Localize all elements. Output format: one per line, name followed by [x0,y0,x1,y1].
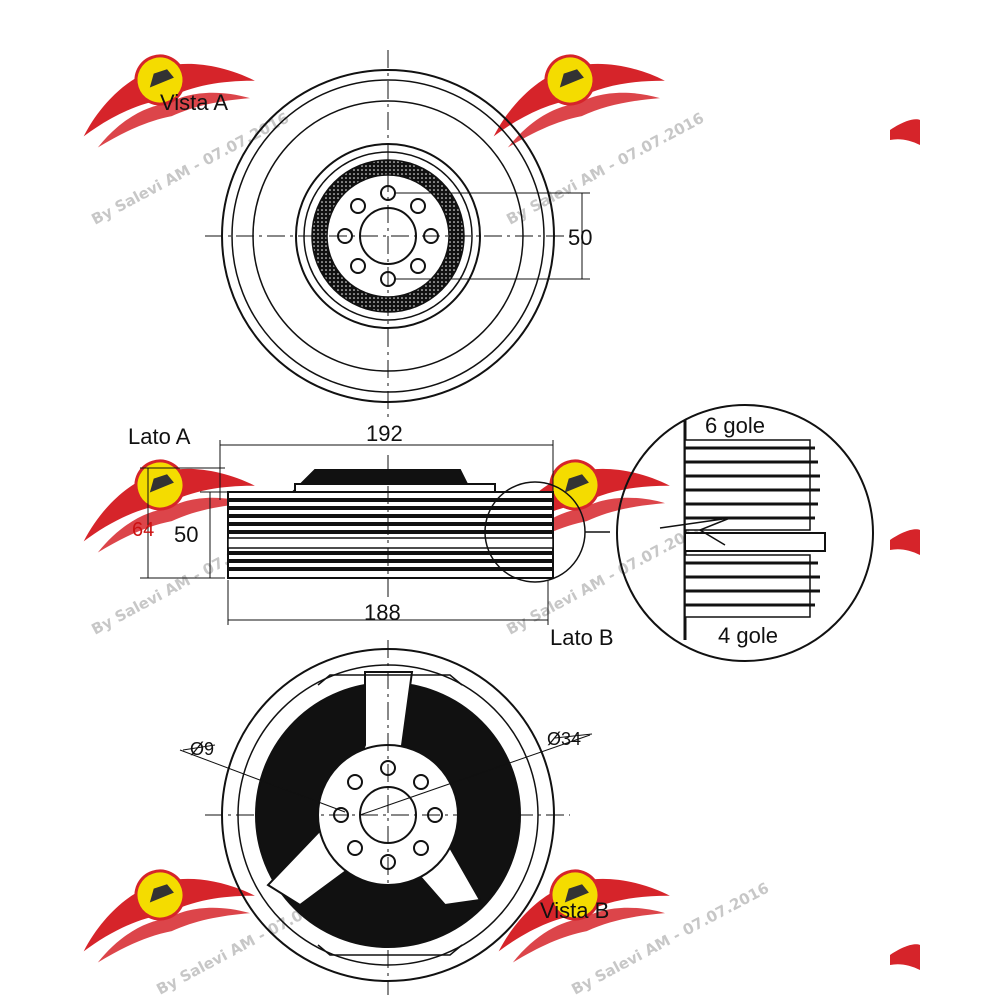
watermark-logo-icon [475,27,672,153]
vista-a-label: Vista A [160,90,228,115]
dimension-188: 188 [364,600,401,625]
diameter-34-label: Ø34 [547,729,581,749]
vista-b-view [179,640,593,995]
lato-b-label: Lato B [550,625,614,650]
dimension-64: 64 [132,519,154,541]
grooves-4-label: 4 gole [718,623,778,648]
side-view [140,440,610,625]
watermark-wing-icon [890,119,920,145]
lato-a-label: Lato A [128,424,191,449]
grooves-6-label: 6 gole [705,413,765,438]
diameter-9-label: Ø9 [190,739,214,759]
vista-a-view [205,50,590,420]
watermark-wing-icon [890,529,920,555]
groove-detail-view [616,404,874,662]
dimension-50-top: 50 [568,225,592,250]
vista-b-label: Vista B [540,898,609,923]
dimension-50-side: 50 [174,522,198,547]
watermark-wing-icon [890,944,920,970]
dimension-192: 192 [366,421,403,446]
